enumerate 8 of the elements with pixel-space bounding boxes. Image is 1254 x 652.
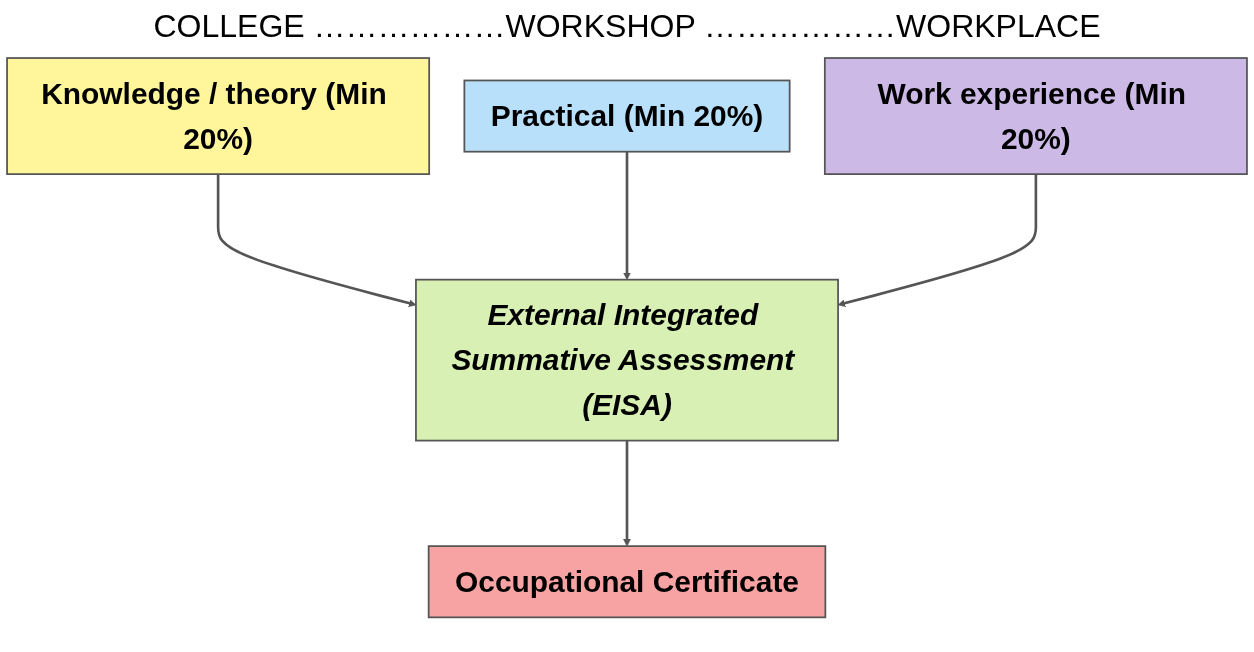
node-box: Work experience (Min 20%) — [823, 57, 1248, 175]
location-label: COLLEGE ………………WORKSHOP ………………WORKPLACE — [153, 8, 1101, 45]
node-box: Occupational Certificate — [427, 545, 827, 619]
arrow — [623, 151, 631, 280]
arrow — [623, 440, 631, 547]
node-box: Practical (Min 20%) — [463, 79, 791, 153]
node-box: External Integrated Summative Assessment (EISA) — [415, 278, 839, 442]
node-box: Knowledge / theory (Min 20%) — [6, 57, 431, 175]
